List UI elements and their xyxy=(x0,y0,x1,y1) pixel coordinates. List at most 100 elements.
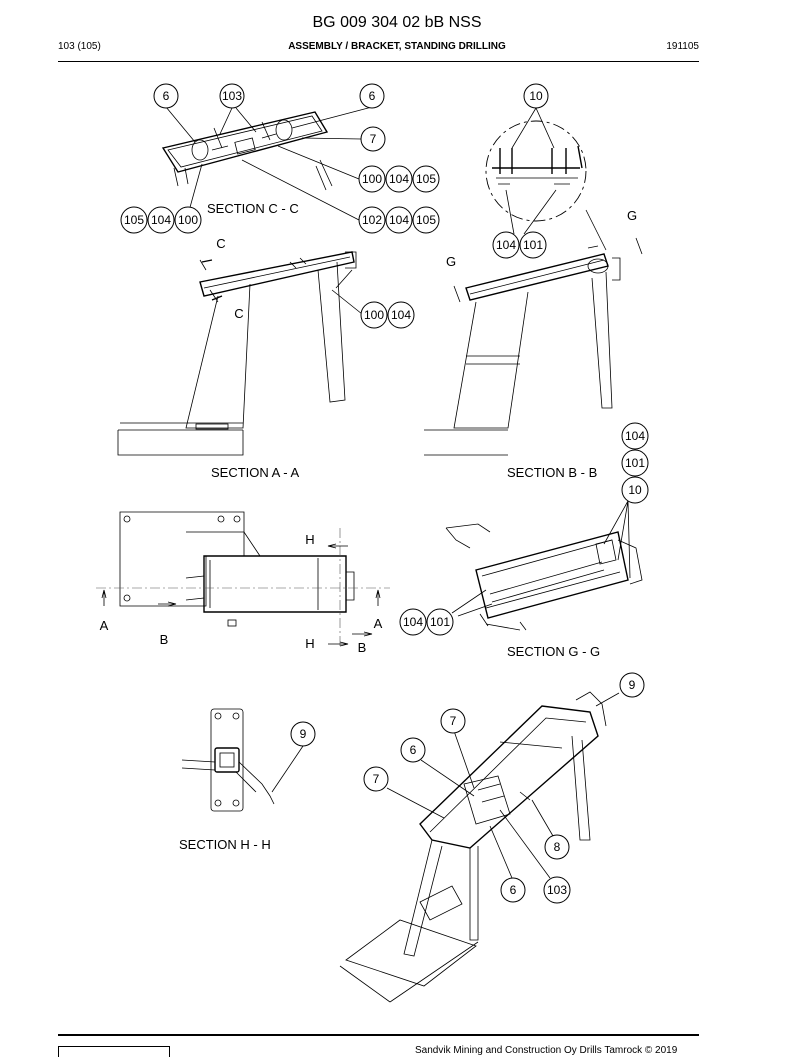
leader-8-iso xyxy=(531,799,554,837)
cut-letter-a-left: A xyxy=(100,618,109,633)
svg-text:9: 9 xyxy=(629,678,636,692)
callout-104-detail: 104 xyxy=(492,231,520,259)
callout-105-cc-a: 105 xyxy=(412,165,440,193)
callout-100-aa: 100 xyxy=(360,301,388,329)
callout-104-cc-b: 104 xyxy=(385,206,413,234)
section-g-g-view xyxy=(445,523,643,631)
cut-letter-c-top: C xyxy=(216,236,225,251)
callout-7-cc: 7 xyxy=(360,126,386,152)
svg-text:6: 6 xyxy=(369,89,376,103)
svg-text:7: 7 xyxy=(370,132,377,146)
callout-103-iso: 103 xyxy=(543,876,571,904)
section-b-b-view xyxy=(424,245,621,456)
leader-6-iso-top xyxy=(420,759,475,797)
cut-line-g xyxy=(453,237,643,303)
cut-arrow-b-left xyxy=(158,601,177,607)
svg-text:7: 7 xyxy=(373,772,380,786)
cut-arrow-a-left xyxy=(101,589,107,606)
cut-arrow-a-right xyxy=(375,589,381,606)
callout-104-gg-top: 104 xyxy=(621,422,649,450)
cut-arrow-h-bottom xyxy=(328,641,349,647)
svg-text:101: 101 xyxy=(430,615,450,629)
document-code: 191105 xyxy=(666,41,699,52)
sandvik-logo xyxy=(58,1046,170,1057)
callout-104-cc-c: 104 xyxy=(147,206,175,234)
svg-text:101: 101 xyxy=(523,238,543,252)
callout-104-gg-left: 104 xyxy=(399,608,427,636)
svg-text:104: 104 xyxy=(389,213,409,227)
callout-100-cc-c: 100 xyxy=(174,206,202,234)
cut-letter-g-left: G xyxy=(446,254,456,269)
cut-letter-c-bottom: C xyxy=(234,306,243,321)
callout-9-hh: 9 xyxy=(290,721,316,747)
svg-text:8: 8 xyxy=(554,840,561,854)
section-c-c-view xyxy=(161,111,333,191)
callout-6-iso-bottom: 6 xyxy=(500,877,526,903)
leaders-section-c-c xyxy=(165,106,373,221)
callout-8-iso: 8 xyxy=(544,834,570,860)
callout-104-cc-a: 104 xyxy=(385,165,413,193)
callout-10-gg: 10 xyxy=(621,476,649,504)
callout-7-iso-left: 7 xyxy=(363,766,389,792)
svg-text:104: 104 xyxy=(151,213,171,227)
svg-text:6: 6 xyxy=(163,89,170,103)
cut-letter-b-right: B xyxy=(358,640,367,655)
svg-text:6: 6 xyxy=(510,883,517,897)
footer-copyright: Sandvik Mining and Construction Oy Drill… xyxy=(415,1045,678,1056)
callout-6-iso-top: 6 xyxy=(400,737,426,763)
page-number: 103 (105) xyxy=(58,41,101,52)
svg-text:10: 10 xyxy=(628,483,642,497)
cut-arrow-h-top xyxy=(327,543,348,549)
svg-text:6: 6 xyxy=(410,743,417,757)
leader-7-iso-left xyxy=(386,787,445,819)
callout-101-gg-top: 101 xyxy=(621,449,649,477)
svg-text:104: 104 xyxy=(625,429,645,443)
svg-text:104: 104 xyxy=(403,615,423,629)
cut-letter-g-right: G xyxy=(627,208,637,223)
page-title: ASSEMBLY / BRACKET, STANDING DRILLING xyxy=(288,41,506,52)
callout-105-cc-b: 105 xyxy=(412,206,440,234)
svg-text:104: 104 xyxy=(391,308,411,322)
callout-6-cc-left: 6 xyxy=(153,83,179,109)
svg-text:101: 101 xyxy=(625,456,645,470)
cut-letter-b-left: B xyxy=(160,632,169,647)
svg-text:100: 100 xyxy=(362,172,382,186)
callout-9-iso: 9 xyxy=(619,672,645,698)
callout-10-detail: 10 xyxy=(523,83,549,109)
svg-text:104: 104 xyxy=(389,172,409,186)
leader-104-101-g xyxy=(451,589,493,617)
isometric-view xyxy=(339,691,607,1003)
svg-text:100: 100 xyxy=(178,213,198,227)
cut-letter-h-top: H xyxy=(305,532,314,547)
svg-text:9: 9 xyxy=(300,727,307,741)
leader-6-iso-bottom xyxy=(489,825,513,879)
leader-10-detail xyxy=(511,107,555,149)
cut-letter-a-right: A xyxy=(374,616,383,631)
header-rule xyxy=(58,61,699,62)
callout-100-cc-a: 100 xyxy=(358,165,386,193)
callout-7-iso-top: 7 xyxy=(440,708,466,734)
svg-text:7: 7 xyxy=(450,714,457,728)
callout-105-cc-c: 105 xyxy=(120,206,148,234)
section-h-h-view xyxy=(181,708,275,812)
section-b-b-label: SECTION B - B xyxy=(507,465,597,480)
svg-text:103: 103 xyxy=(547,883,567,897)
section-a-a-view xyxy=(117,251,357,456)
svg-text:100: 100 xyxy=(364,308,384,322)
footer-rule xyxy=(58,1034,699,1036)
leader-100-104-a xyxy=(331,269,363,315)
svg-text:103: 103 xyxy=(222,89,242,103)
callout-103-cc: 103 xyxy=(219,83,245,109)
callout-102-cc: 102 xyxy=(358,206,386,234)
section-a-a-label: SECTION A - A xyxy=(211,465,299,480)
section-c-c-label: SECTION C - C xyxy=(207,201,299,216)
leader-9-h xyxy=(271,745,304,793)
svg-text:10: 10 xyxy=(529,89,543,103)
callout-101-detail: 101 xyxy=(519,231,547,259)
cut-arrow-b-right xyxy=(352,631,373,637)
leader-104-101-detail xyxy=(505,189,557,235)
section-g-g-label: SECTION G - G xyxy=(507,644,600,659)
svg-text:105: 105 xyxy=(416,172,436,186)
svg-text:104: 104 xyxy=(496,238,516,252)
